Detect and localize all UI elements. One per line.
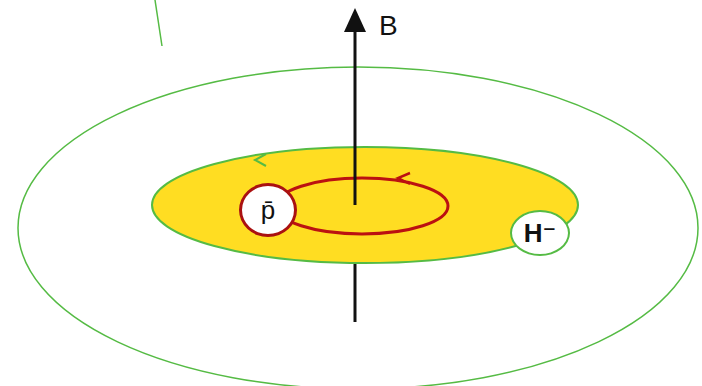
field-label: B — [379, 12, 398, 40]
particle-circle: p̄ — [239, 183, 297, 237]
field-line — [354, 262, 357, 322]
particle-label: H⁻ — [524, 220, 557, 246]
particle-circle: H⁻ — [510, 210, 570, 256]
outer-ellipse — [18, 67, 698, 386]
orbit — [276, 178, 448, 234]
orbit-arrow — [398, 173, 410, 184]
direction-arrow — [255, 154, 266, 166]
field-line — [354, 28, 357, 205]
leader-line — [155, 0, 162, 46]
trap-disc — [152, 147, 578, 263]
field-arrowhead — [344, 8, 366, 32]
particle-label: p̄ — [261, 197, 275, 223]
